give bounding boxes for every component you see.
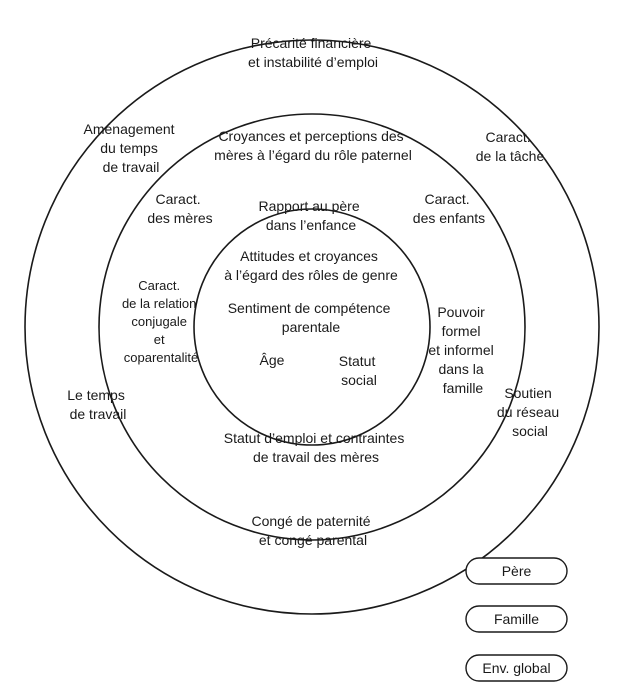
inner-label-attitudes: Attitudes et croyances à l’égard des rôl… xyxy=(224,248,398,283)
inner-label-statut-social: Statut social xyxy=(339,353,379,388)
outer-label-soutien-reseau: Soutien du réseau social xyxy=(497,385,563,439)
outer-label-precarite: Précarité financière et instabilité d’em… xyxy=(248,35,378,70)
legend-item-famille: Famille xyxy=(465,605,568,633)
inner-ring-father xyxy=(193,208,431,446)
middle-label-statut-emploi: Statut d’emploi et contraintes de travai… xyxy=(224,430,408,465)
legend-label-pere: Père xyxy=(502,563,532,579)
legend: Père Famille Env. global xyxy=(465,557,568,682)
middle-label-caract-enfants: Caract. des enfants xyxy=(413,191,485,226)
legend-label-famille: Famille xyxy=(494,611,539,627)
inner-label-age: Âge xyxy=(260,352,285,368)
outer-label-temps-travail: Le temps de travail xyxy=(67,387,128,422)
inner-label-competence: Sentiment de compétence parentale xyxy=(228,300,395,335)
outer-label-caract-tache: Caract. de la tâche xyxy=(476,129,545,164)
legend-item-env-global: Env. global xyxy=(465,654,568,682)
outer-label-amenagement: Aménagement du temps de travail xyxy=(84,121,179,175)
middle-label-pouvoir: Pouvoir formel et informel dans la famil… xyxy=(428,304,497,396)
middle-label-croyances-meres: Croyances et perceptions des mères à l’é… xyxy=(214,128,412,163)
middle-ring-family xyxy=(98,113,526,541)
middle-label-relation-conjugale: Caract. de la relation conjugale et copa… xyxy=(122,278,200,365)
outer-label-conge: Congé de paternité et congé parental xyxy=(252,513,375,548)
legend-item-pere: Père xyxy=(465,557,568,585)
inner-label-rapport-pere: Rapport au père dans l’enfance xyxy=(258,198,363,233)
middle-label-caract-meres: Caract. des mères xyxy=(147,191,212,226)
outer-ring-global-environment xyxy=(24,39,600,615)
legend-label-env-global: Env. global xyxy=(482,660,550,676)
